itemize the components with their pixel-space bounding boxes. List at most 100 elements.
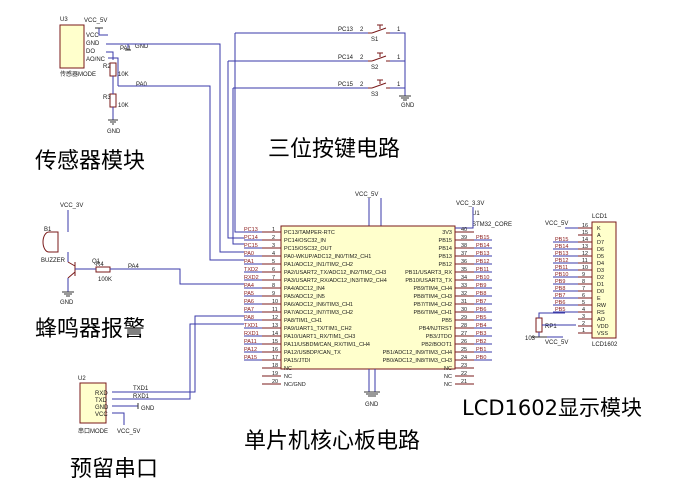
r2-value: 10K: [118, 72, 129, 78]
core-right-pin-label: PB3/JTDO: [426, 334, 453, 340]
push-button-switch: [368, 79, 390, 89]
uart-module-body: [79, 382, 107, 424]
button-pin-number: 2: [360, 55, 364, 61]
sensor-pin-gnd: GND: [86, 41, 100, 47]
core-right-net-label: PB15: [476, 235, 489, 241]
core-left-pin-number: 3: [272, 243, 275, 249]
core-left-net-label: PC14: [244, 235, 258, 241]
core-left-pin-label: PA2/USART2_TX/ADC12_IN2/TIM2_CH3: [284, 270, 386, 276]
core-left-net-label: PA0: [244, 251, 254, 257]
pa0-wire: [118, 85, 244, 261]
core-left-pin-number: 7: [272, 275, 275, 281]
core-right-pin-label: PB5: [442, 318, 452, 324]
core-left-pin-label: PA10/UART1_RX/TIM1_CH3: [284, 334, 355, 340]
button-net-wires: [227, 33, 244, 245]
core-right-net-label: PB12: [476, 259, 489, 265]
core-left-pin-label: PA4/ADC12_IN4: [284, 286, 325, 292]
core-right-net-label: PB6: [476, 307, 486, 313]
core-left-pin-number: 16: [272, 347, 278, 353]
core-right-net-label: PB8: [476, 291, 486, 297]
core-vcc-top-label: VCC_5V: [355, 192, 378, 198]
sensor-pin-ao: AO/NC: [86, 57, 106, 63]
core-right-net-label: PB5: [476, 315, 486, 321]
title-button-circuit: 三位按键电路: [268, 137, 400, 162]
button-circuit: GND: [227, 32, 415, 245]
core-left-net-label: PA11: [244, 339, 257, 345]
uart-net-txd1: TXD1: [133, 386, 149, 392]
lcd-pin-number: 12: [582, 251, 588, 257]
buzzer-gnd-symbol: [62, 291, 74, 297]
buzzer-vcc-label: VCC_3V: [60, 203, 83, 209]
lcd-vcc-label: VCC_5V: [545, 221, 568, 227]
button-pin-number: 1: [397, 27, 401, 33]
lcd-pin-label: D6: [597, 247, 604, 253]
core-left-pin-number: 1: [272, 227, 275, 233]
core-right-pin-number: 27: [461, 331, 467, 337]
uart-module: U2 RXD TXD GND VCC 串口MODE VCC_5V TXD1 RX…: [78, 315, 244, 435]
lcd-pin-label: VDD: [597, 324, 609, 330]
core-left-net-label: PA1: [244, 259, 254, 265]
uart-pin-gnd: GND: [95, 405, 109, 411]
core-top-wires: [368, 198, 382, 226]
core-right-pin-number: 25: [461, 347, 467, 353]
lcd-pin-label: D0: [597, 289, 604, 295]
lcd-net-label: PB14: [555, 244, 568, 250]
button-net-label: PC15: [338, 82, 354, 88]
core-right-pin-number: 40: [461, 227, 467, 233]
uart-gnd-label: GND: [141, 406, 155, 412]
sensor-net-pa0: PA0: [136, 82, 148, 88]
core-right-net-label: PB2: [476, 339, 486, 345]
core-left-pin-number: 2: [272, 235, 275, 241]
core-vcc-right-label: VCC_3.3V: [456, 201, 484, 207]
core-right-pin-number: 36: [461, 259, 467, 265]
sensor-gnd-symbol: [95, 27, 131, 51]
core-right-pin-number: 38: [461, 243, 467, 249]
core-right-pin-number: 22: [461, 371, 467, 377]
core-right-pin-label: NC: [444, 374, 452, 380]
sensor-gnd-label: GND: [135, 44, 149, 50]
core-left-pin-number: 9: [272, 291, 275, 297]
core-left-net-label: PA5: [244, 291, 254, 297]
core-left-pin-label: PA7/ADC12_IN7/TIM3_CH2: [284, 310, 353, 316]
button-net-label: PC14: [338, 55, 354, 61]
lcd-pin-label: D1: [597, 282, 604, 288]
button-gnd-symbol: [399, 95, 411, 101]
core-left-pin-label: PC13/TAMPER-RTC: [284, 230, 335, 236]
lcd-pin-number: 4: [582, 307, 585, 313]
lcd-pin-label: D4: [597, 261, 604, 267]
core-right-net-label: PB3: [476, 331, 486, 337]
lcd-pin-label: D2: [597, 275, 604, 281]
lcd-pin-label: RS: [597, 310, 605, 316]
core-right-net-label: PB14: [476, 243, 489, 249]
core-right-net-label: PB13: [476, 251, 489, 257]
core-left-pin-number: 18: [272, 363, 278, 369]
core-right-pin-number: 30: [461, 307, 467, 313]
core-left-net-label: RXD2: [244, 275, 259, 281]
uart-vcc-label: VCC_5V: [117, 429, 140, 435]
lcd-net-label: PB8: [555, 286, 565, 292]
core-left-net-label: PA8: [244, 315, 254, 321]
core-left-pin-number: 4: [272, 251, 275, 257]
core-left-pin-number: 5: [272, 259, 275, 265]
core-left-pin-label: NC/GND: [284, 382, 306, 388]
core-left-net-label: PA4: [244, 283, 254, 289]
core-right-pin-label: PB13: [439, 254, 452, 260]
core-right-pin-number: 28: [461, 323, 467, 329]
core-right-pin-number: 21: [461, 379, 467, 385]
button-pin-number: 1: [397, 82, 401, 88]
uart-ref: U2: [78, 376, 86, 382]
core-left-pin-label: PA6/ADC12_IN6/TIM3_CH1: [284, 302, 353, 308]
core-right-pin-label: PB8/TIM4_CH3: [413, 294, 452, 300]
core-right-pin-number: 35: [461, 267, 467, 273]
core-left-pin-label: PA3/USART2_RX/ADC12_IN3/TIM2_CH4: [284, 278, 387, 284]
button-ref: S3: [371, 92, 379, 98]
resistor-r2: [109, 62, 117, 77]
lcd-net-label: PB9: [555, 279, 565, 285]
uart-net-rxd1: RXD1: [133, 394, 150, 400]
core-right-net-label: PB7: [476, 299, 486, 305]
lcd-net-label: PB15: [555, 237, 568, 243]
stm32-core-body: [280, 225, 456, 370]
button-pin-number: 2: [360, 82, 364, 88]
